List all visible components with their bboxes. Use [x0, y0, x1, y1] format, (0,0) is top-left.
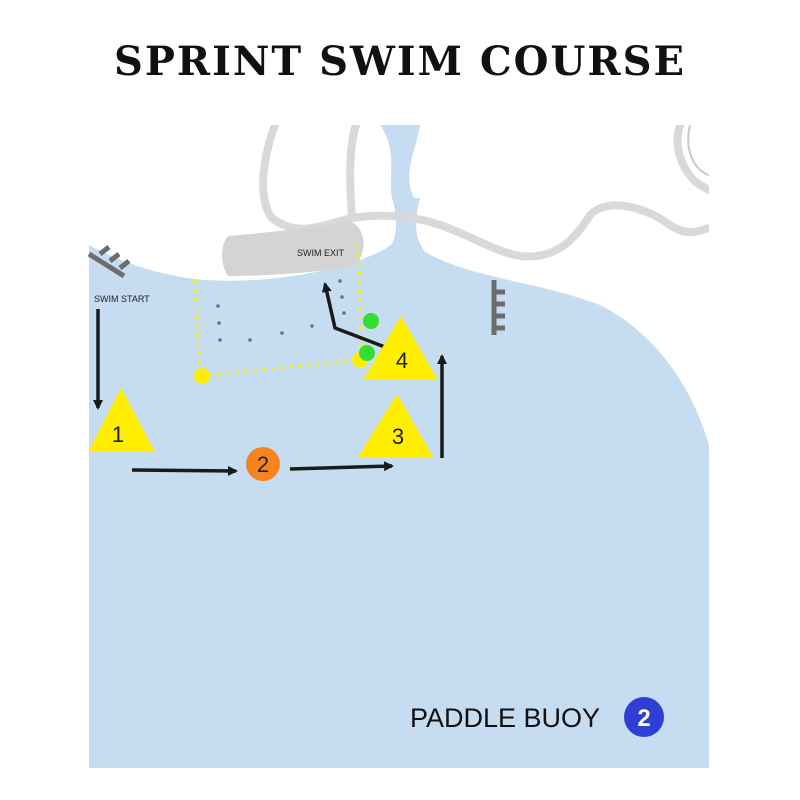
- legend-badge: [624, 697, 664, 737]
- course-route: [93, 282, 447, 476]
- exit-parking-lot: [222, 222, 364, 276]
- river-inlet: [380, 125, 420, 198]
- lake-water: [89, 198, 709, 768]
- buoy-2-number: 2: [257, 452, 269, 477]
- buoy-1: 1: [88, 388, 155, 452]
- buoy-4-number: 4: [396, 348, 408, 373]
- route-arrow-to-buoy-3: [289, 461, 394, 472]
- swim-exit-label: SWIM EXIT: [297, 248, 345, 258]
- exit-marker: [359, 345, 375, 361]
- buoy-3-number: 3: [392, 424, 404, 449]
- route-arrow-to-buoy-2: [131, 465, 238, 476]
- roads: [259, 125, 709, 261]
- page-title: SPRINT SWIM COURSE: [113, 38, 687, 85]
- route-arrow-to-exit: [321, 282, 386, 349]
- dock-right: [491, 280, 505, 335]
- guide-dots: [216, 279, 346, 342]
- exit-marker: [363, 313, 379, 329]
- lane-rope-end-buoy: [194, 368, 210, 384]
- legend-badge-number: 2: [637, 705, 650, 732]
- buoy-3: 3: [358, 394, 433, 457]
- road-edge-right: [687, 125, 709, 176]
- dock-left: [87, 245, 131, 279]
- buoy-2: 2: [246, 447, 280, 481]
- buoy-4: 4: [363, 316, 438, 380]
- legend: PADDLE BUOY 2: [410, 697, 664, 737]
- buoy-1-number: 1: [112, 422, 124, 447]
- legend-label: PADDLE BUOY: [410, 703, 600, 733]
- swim-start-label: SWIM START: [94, 294, 150, 304]
